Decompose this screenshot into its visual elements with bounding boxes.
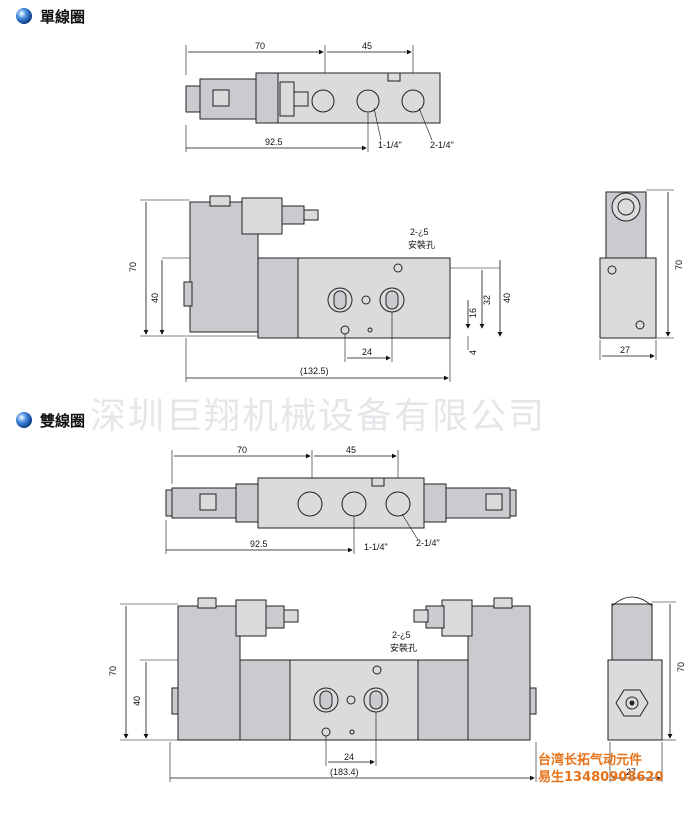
single-front-view xyxy=(140,195,503,382)
double-side-width: 27 xyxy=(626,767,636,777)
section-bullet-icon xyxy=(16,8,32,24)
single-dim-16: 16 xyxy=(468,308,478,318)
double-dim-92-5: 92.5 xyxy=(250,539,268,549)
double-front-view xyxy=(120,597,537,782)
double-dim-24: 24 xyxy=(344,752,354,762)
double-dim-70: 70 xyxy=(237,445,247,455)
contact-phone: 易生13480908620 xyxy=(538,769,664,785)
double-mount-hole-label: 安裝孔 xyxy=(390,642,417,653)
contact-company: 台湾长拓气动元件 xyxy=(538,752,642,768)
double-top-view xyxy=(165,450,517,554)
single-mount-size: 2-¿5 xyxy=(410,227,429,237)
single-port2-label: 2-1/4" xyxy=(430,140,454,150)
double-length: (183.4) xyxy=(330,767,359,777)
single-dim-45: 45 xyxy=(362,41,372,51)
single-mount-hole-label: 安裝孔 xyxy=(408,239,435,250)
watermark-text: 深圳巨翔机械设备有限公司 xyxy=(90,396,546,437)
double-mount-size: 2-¿5 xyxy=(392,630,411,640)
single-dim-40-right: 40 xyxy=(502,293,512,303)
double-side-height: 70 xyxy=(676,662,686,672)
single-front-height-40: 40 xyxy=(150,293,160,303)
single-length: (132.5) xyxy=(300,366,329,376)
double-front-height-40: 40 xyxy=(132,696,142,706)
single-side-height: 70 xyxy=(674,260,684,270)
single-front-height-70: 70 xyxy=(128,262,138,272)
single-dim-70: 70 xyxy=(255,41,265,51)
single-dim-24: 24 xyxy=(362,347,372,357)
single-dim-32: 32 xyxy=(482,295,492,305)
double-coil-heading: 雙線圈 xyxy=(40,412,85,430)
single-dim-92-5: 92.5 xyxy=(265,137,283,147)
section-bullet-icon-2 xyxy=(16,412,32,428)
single-side-width: 27 xyxy=(620,345,630,355)
single-coil-heading: 單線圈 xyxy=(40,8,85,26)
single-side-view xyxy=(599,189,674,360)
single-dim-4: 4 xyxy=(468,350,478,355)
double-dim-45: 45 xyxy=(346,445,356,455)
double-port1-label: 1-1/4" xyxy=(364,542,388,552)
double-side-view xyxy=(607,596,676,782)
single-top-view xyxy=(185,45,441,152)
double-port2-label: 2-1/4" xyxy=(416,538,440,548)
single-port1-label: 1-1/4" xyxy=(378,140,402,150)
double-front-height-70: 70 xyxy=(108,666,118,676)
